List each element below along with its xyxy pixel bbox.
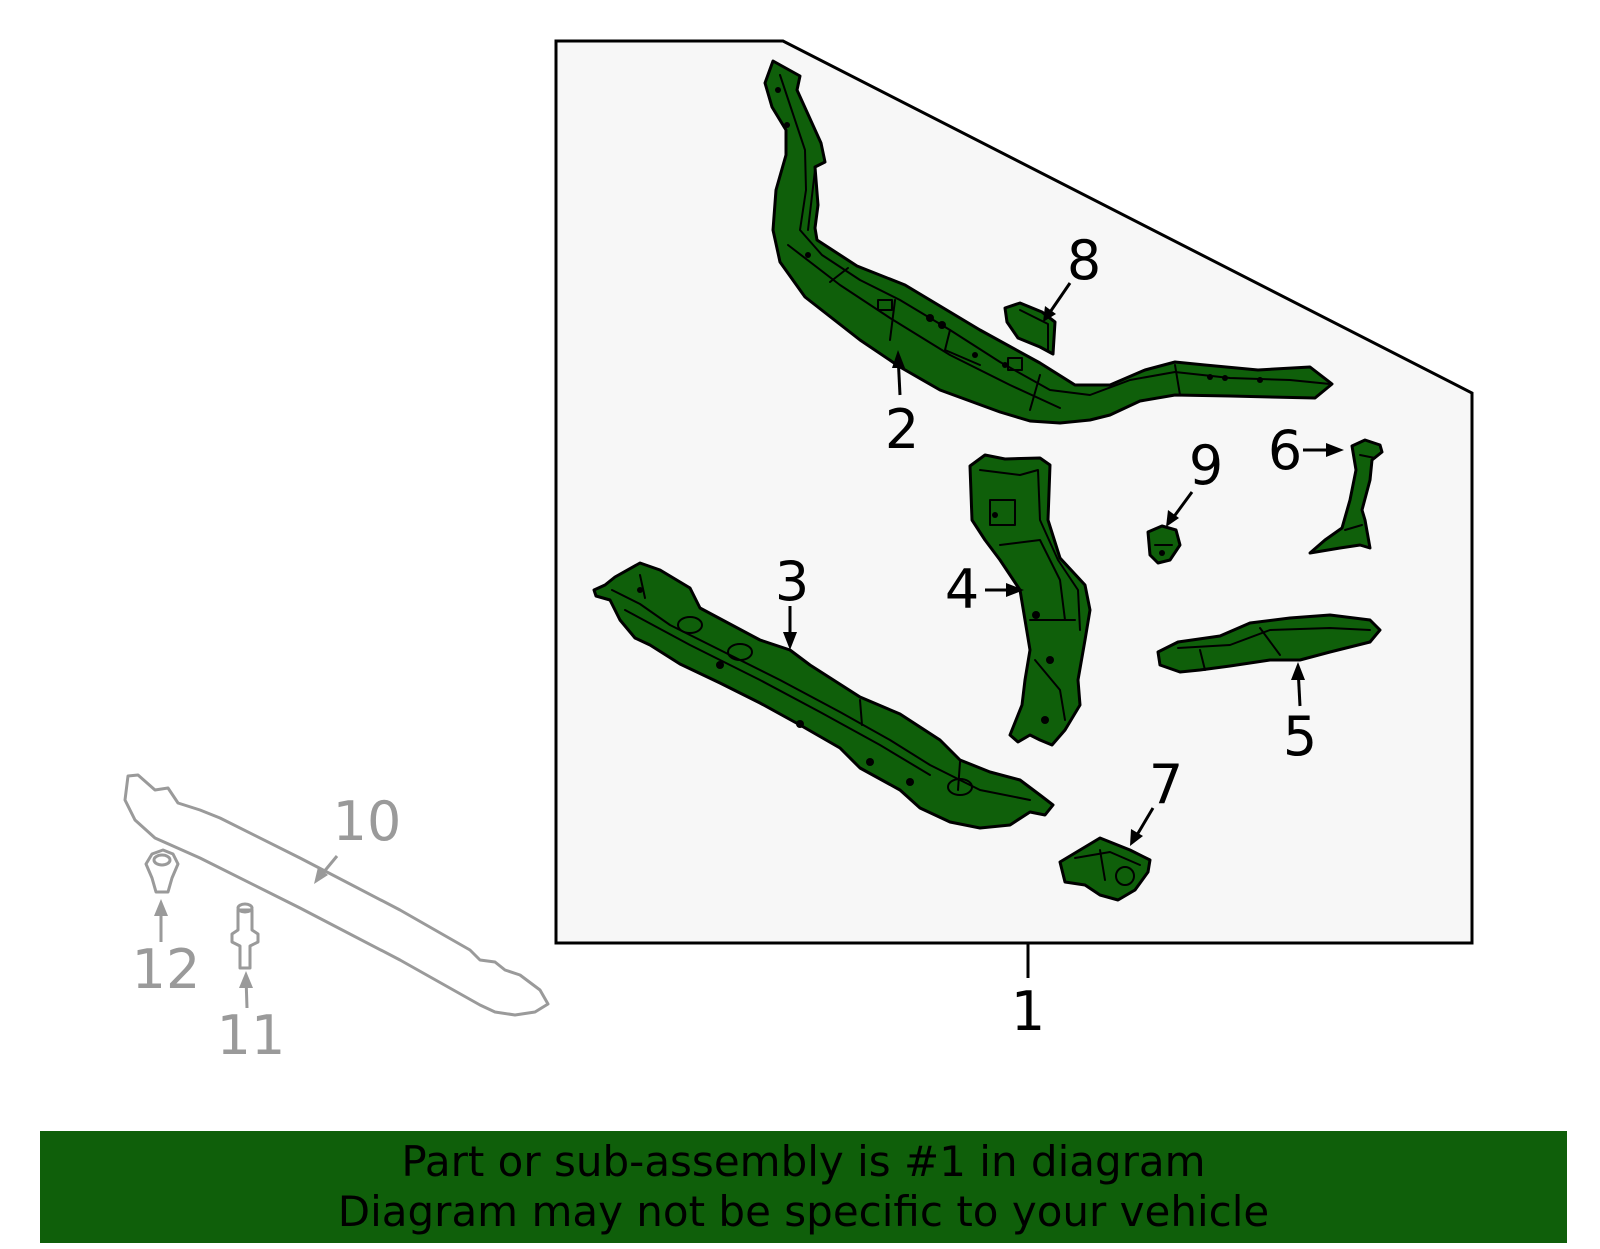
callout-5: 5 [1283, 705, 1317, 768]
part-9-clip-bracket[interactable] [1146, 524, 1182, 565]
part-2-upper-tie-bar[interactable] [763, 59, 1334, 425]
arrowhead-3 [783, 632, 797, 650]
part-12-push-clip[interactable] [144, 848, 180, 894]
callout-9: 9 [1189, 434, 1223, 497]
callout-8: 8 [1067, 229, 1101, 292]
disclaimer-banner: Part or sub-assembly is #1 in diagram Di… [40, 1131, 1567, 1243]
callout-2: 2 [885, 398, 919, 461]
callout-1: 1 [1011, 980, 1045, 1043]
part-5-lower-bracket[interactable] [1156, 613, 1382, 674]
banner-line-2: Diagram may not be specific to your vehi… [337, 1187, 1270, 1236]
callout-11: 11 [217, 1004, 286, 1067]
arrowhead-8 [1043, 306, 1056, 322]
arrowhead-5 [1291, 662, 1305, 680]
part-11-bolt[interactable] [230, 902, 260, 970]
part-3-lower-tie-bar[interactable] [592, 561, 1055, 830]
part-10-deflector[interactable] [123, 773, 550, 1017]
callout-12: 12 [132, 938, 201, 1001]
arrowhead-10 [314, 867, 328, 884]
callout-3: 3 [775, 550, 809, 613]
arrowhead-9 [1166, 510, 1179, 527]
arrowhead-11 [239, 971, 253, 988]
arrowhead-6 [1326, 443, 1344, 457]
banner-line-1: Part or sub-assembly is #1 in diagram [401, 1137, 1206, 1186]
part-6-side-bracket[interactable] [1308, 438, 1384, 555]
callout-6: 6 [1268, 419, 1302, 482]
arrowhead-7 [1130, 829, 1143, 846]
part-8-bracket[interactable] [1003, 301, 1057, 356]
arrowhead-4 [1006, 583, 1024, 597]
callout-7: 7 [1149, 753, 1183, 816]
part-4-side-support[interactable] [968, 453, 1092, 747]
callout-10: 10 [333, 790, 402, 853]
arrowhead-2 [892, 350, 905, 368]
part-7-lower-mount[interactable] [1058, 836, 1152, 902]
callout-4: 4 [945, 558, 979, 621]
arrowhead-12 [154, 899, 168, 916]
